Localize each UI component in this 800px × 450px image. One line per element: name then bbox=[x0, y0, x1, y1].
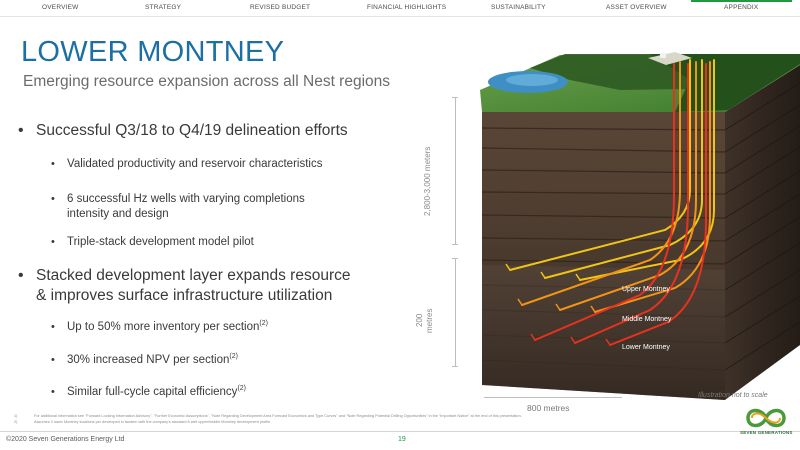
bullet-dot-icon: • bbox=[51, 321, 55, 333]
thickness-label-value: 200 bbox=[415, 313, 424, 327]
page-subtitle: Emerging resource expansion across all N… bbox=[23, 73, 391, 90]
depth-dimension-line bbox=[455, 97, 456, 244]
width-dimension-line bbox=[484, 397, 622, 398]
nav-appendix[interactable]: APPENDIX bbox=[724, 4, 759, 11]
wellbore-middle-2 bbox=[559, 61, 697, 311]
footnote-2: 2)Assumes 3 lower Montney locations per … bbox=[14, 419, 271, 424]
bullet-dot-icon: • bbox=[51, 236, 55, 248]
page-title: LOWER MONTNEY bbox=[21, 36, 285, 68]
facility-building bbox=[660, 53, 666, 58]
sub-bullet-hz-wells: • 6 successful Hz wells with varying com… bbox=[51, 193, 305, 220]
wellbore-upper-1 bbox=[509, 59, 691, 271]
bullet-dot-icon: • bbox=[51, 354, 55, 366]
nav-sustainability[interactable]: SUSTAINABILITY bbox=[491, 4, 546, 11]
wellbore-lower-3 bbox=[609, 63, 707, 346]
nav-financial-highlights[interactable]: FINANCIAL HIGHLIGHTS bbox=[367, 4, 447, 11]
depth-label: 2,800-3,000 meters bbox=[423, 146, 432, 216]
thickness-dimension-tick bbox=[452, 366, 458, 367]
lake-highlight bbox=[506, 74, 558, 86]
wellbores bbox=[509, 59, 715, 346]
side-rock-face bbox=[725, 65, 800, 400]
nav-strategy[interactable]: STRATEGY bbox=[145, 4, 182, 11]
seven-generations-logo bbox=[746, 408, 786, 428]
copyright-text: ©2020 Seven Generations Energy Ltd bbox=[6, 436, 125, 443]
bullet-stacked-development: • Stacked development layer expands reso… bbox=[18, 267, 351, 305]
thickness-dimension-tick bbox=[452, 258, 458, 259]
top-navigation: OVERVIEW STRATEGY REVISED BUDGET FINANCI… bbox=[0, 0, 800, 17]
thickness-dimension-line bbox=[455, 258, 456, 366]
bullet-delineation: • Successful Q3/18 to Q4/19 delineation … bbox=[18, 121, 348, 141]
strata-lines-side bbox=[724, 82, 800, 371]
footnote-1: 1)For additional information see "Forwar… bbox=[14, 414, 522, 418]
montney-zone bbox=[482, 265, 725, 400]
depth-dimension-tick bbox=[452, 97, 458, 98]
footer-divider bbox=[0, 431, 800, 432]
frac-stages bbox=[505, 263, 611, 346]
nav-revised-budget[interactable]: REVISED BUDGET bbox=[250, 4, 311, 11]
bullet-dot-icon: • bbox=[18, 267, 24, 284]
sub-bullet-productivity: • Validated productivity and reservoir c… bbox=[51, 158, 323, 170]
wellbore-lower-2 bbox=[574, 63, 689, 344]
bullet-dot-icon: • bbox=[18, 122, 24, 139]
geological-block-diagram bbox=[480, 52, 800, 400]
wellbore-middle-3 bbox=[594, 61, 711, 313]
bullet-dot-icon: • bbox=[51, 193, 55, 205]
bullet-dot-icon: • bbox=[51, 158, 55, 170]
width-label: 800 metres bbox=[527, 403, 570, 413]
page-number: 19 bbox=[398, 436, 406, 443]
thickness-label-unit: metres bbox=[425, 308, 434, 333]
wellbore-middle-1 bbox=[521, 61, 681, 306]
sub-bullet-triple-stack: • Triple-stack development model pilot bbox=[51, 236, 254, 248]
nav-overview[interactable]: OVERVIEW bbox=[42, 4, 79, 11]
depth-dimension-tick bbox=[452, 244, 458, 245]
bullet-dot-icon: • bbox=[51, 386, 55, 398]
label-lower-montney: Lower Montney bbox=[622, 344, 670, 351]
footnotes: 1)For additional information see "Forwar… bbox=[14, 414, 522, 425]
sub-bullet-inventory: • Up to 50% more inventory per section(2… bbox=[51, 320, 268, 333]
label-middle-montney: Middle Montney bbox=[622, 316, 672, 323]
illustration-note: Illustration not to scale bbox=[698, 392, 768, 399]
wellbore-lower-1 bbox=[534, 63, 675, 341]
well-pad bbox=[648, 52, 692, 65]
sub-bullet-npv: • 30% increased NPV per section(2) bbox=[51, 353, 238, 366]
label-upper-montney: Upper Montney bbox=[622, 286, 670, 293]
nav-asset-overview[interactable]: ASSET OVERVIEW bbox=[606, 4, 667, 11]
nav-active-indicator bbox=[691, 0, 792, 2]
logo-text: SEVEN GENERATIONS bbox=[740, 430, 793, 435]
sub-bullet-capital-efficiency: • Similar full-cycle capital efficiency(… bbox=[51, 385, 246, 398]
